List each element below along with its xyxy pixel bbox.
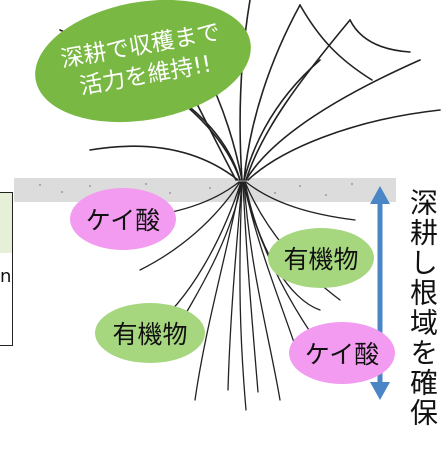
deep-tillage-caption: 深耕し根域を確保 <box>406 188 439 428</box>
table-cell-text: n <box>0 266 12 287</box>
organic-matter-label: 有機物 <box>95 303 205 363</box>
organic-matter-label: 有機物 <box>268 228 374 288</box>
cropped-table-fragment: n <box>0 192 13 346</box>
soil-surface-band <box>14 178 396 202</box>
soil-speckles <box>39 183 379 196</box>
table-cell <box>0 193 12 254</box>
table-cell <box>0 299 12 343</box>
silicate-label: ケイ酸 <box>289 322 395 384</box>
silicate-label: ケイ酸 <box>70 188 176 250</box>
